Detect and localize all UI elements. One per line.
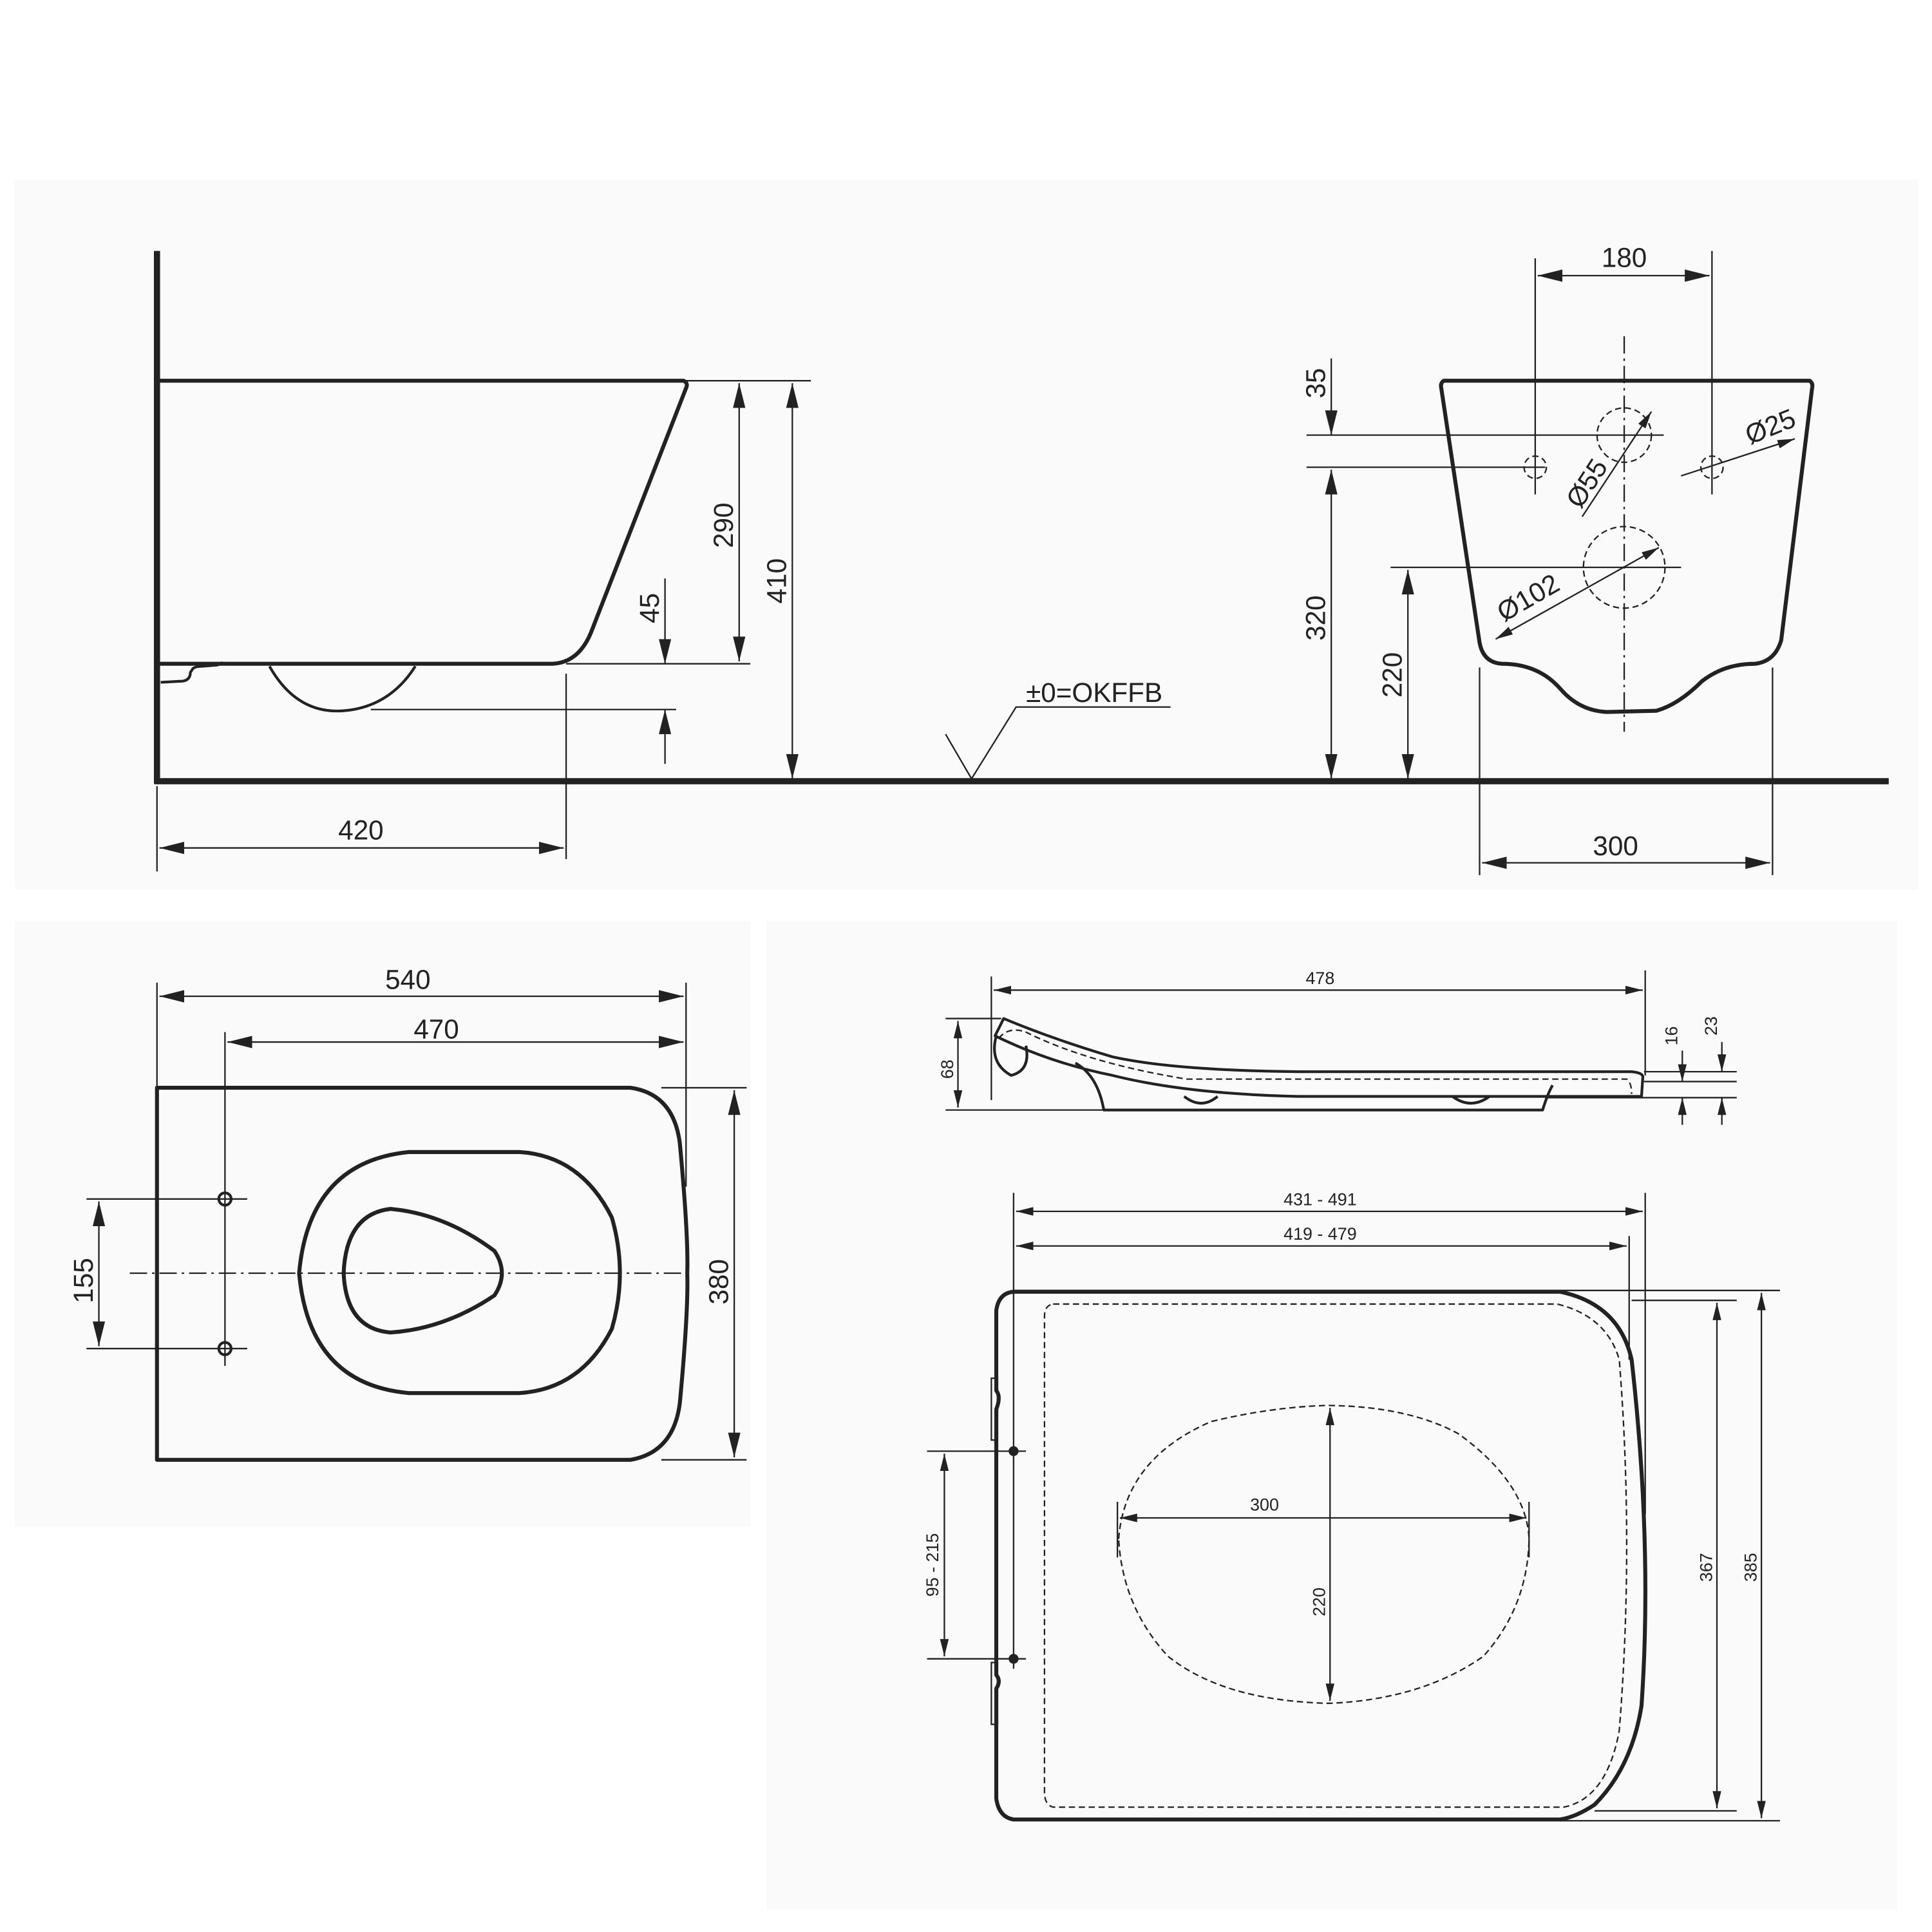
seat-inner-dashed xyxy=(1043,1303,1628,1808)
dim-label-opening-220: 220 xyxy=(1310,1587,1329,1616)
bottom-right-panel xyxy=(766,920,1898,1910)
dim-label-180: 180 xyxy=(1602,243,1647,273)
dim-label-35: 35 xyxy=(1301,368,1331,399)
seat-side-view: 478 68 16 23 xyxy=(938,969,1737,1125)
dim-label-431-491: 431 - 491 xyxy=(1283,1189,1357,1209)
dim-label-420: 420 xyxy=(338,815,383,845)
dim-label-220: 220 xyxy=(1378,652,1408,697)
seat-top-view: 431 - 491 419 - 479 95 - 215 300 220 367… xyxy=(923,1189,1780,1822)
dim-label-opening-300: 300 xyxy=(1250,1495,1279,1514)
dim-label-478: 478 xyxy=(1305,969,1334,988)
connector-outline xyxy=(160,661,223,684)
dim-label-470: 470 xyxy=(413,1014,459,1044)
dim-label-385: 385 xyxy=(1741,1553,1760,1582)
dim-label-290: 290 xyxy=(708,503,739,548)
dim-label-419-479: 419 - 479 xyxy=(1283,1224,1357,1244)
bowl-opening-outline xyxy=(341,1207,504,1335)
bolt-hole-right xyxy=(1700,455,1724,479)
dim-label-95-215: 95 - 215 xyxy=(923,1533,942,1597)
dim-label-320: 320 xyxy=(1301,595,1331,640)
dim-label-45: 45 xyxy=(634,593,665,623)
top-view: 540 470 155 380 xyxy=(68,965,747,1462)
side-view: 290 410 45 420 xyxy=(153,251,1889,872)
dim-label-540: 540 xyxy=(385,965,430,995)
dim-label-155: 155 xyxy=(68,1258,99,1303)
floor-level-label: ±0=OKFFB xyxy=(1026,677,1162,708)
dim-label-23: 23 xyxy=(1701,1016,1721,1036)
dim-label-410: 410 xyxy=(762,558,792,603)
bottom-left-panel xyxy=(15,920,751,1527)
seat-lid-outline xyxy=(993,1017,1645,1098)
floor-level-marker: ±0=OKFFB xyxy=(945,677,1171,781)
dim-label-300: 300 xyxy=(1593,831,1638,861)
outlet-outline xyxy=(268,665,417,713)
dim-label-380: 380 xyxy=(704,1259,734,1304)
rim-outline xyxy=(297,1150,622,1396)
bowl-front-outline xyxy=(1439,379,1815,714)
bowl-top-outline xyxy=(155,1085,690,1462)
dim-label-367: 367 xyxy=(1696,1553,1716,1582)
bowl-outline xyxy=(158,379,689,666)
dim-label-16: 16 xyxy=(1662,1027,1681,1046)
hinge-outline xyxy=(993,1035,1028,1077)
dim-label-68: 68 xyxy=(938,1059,957,1079)
